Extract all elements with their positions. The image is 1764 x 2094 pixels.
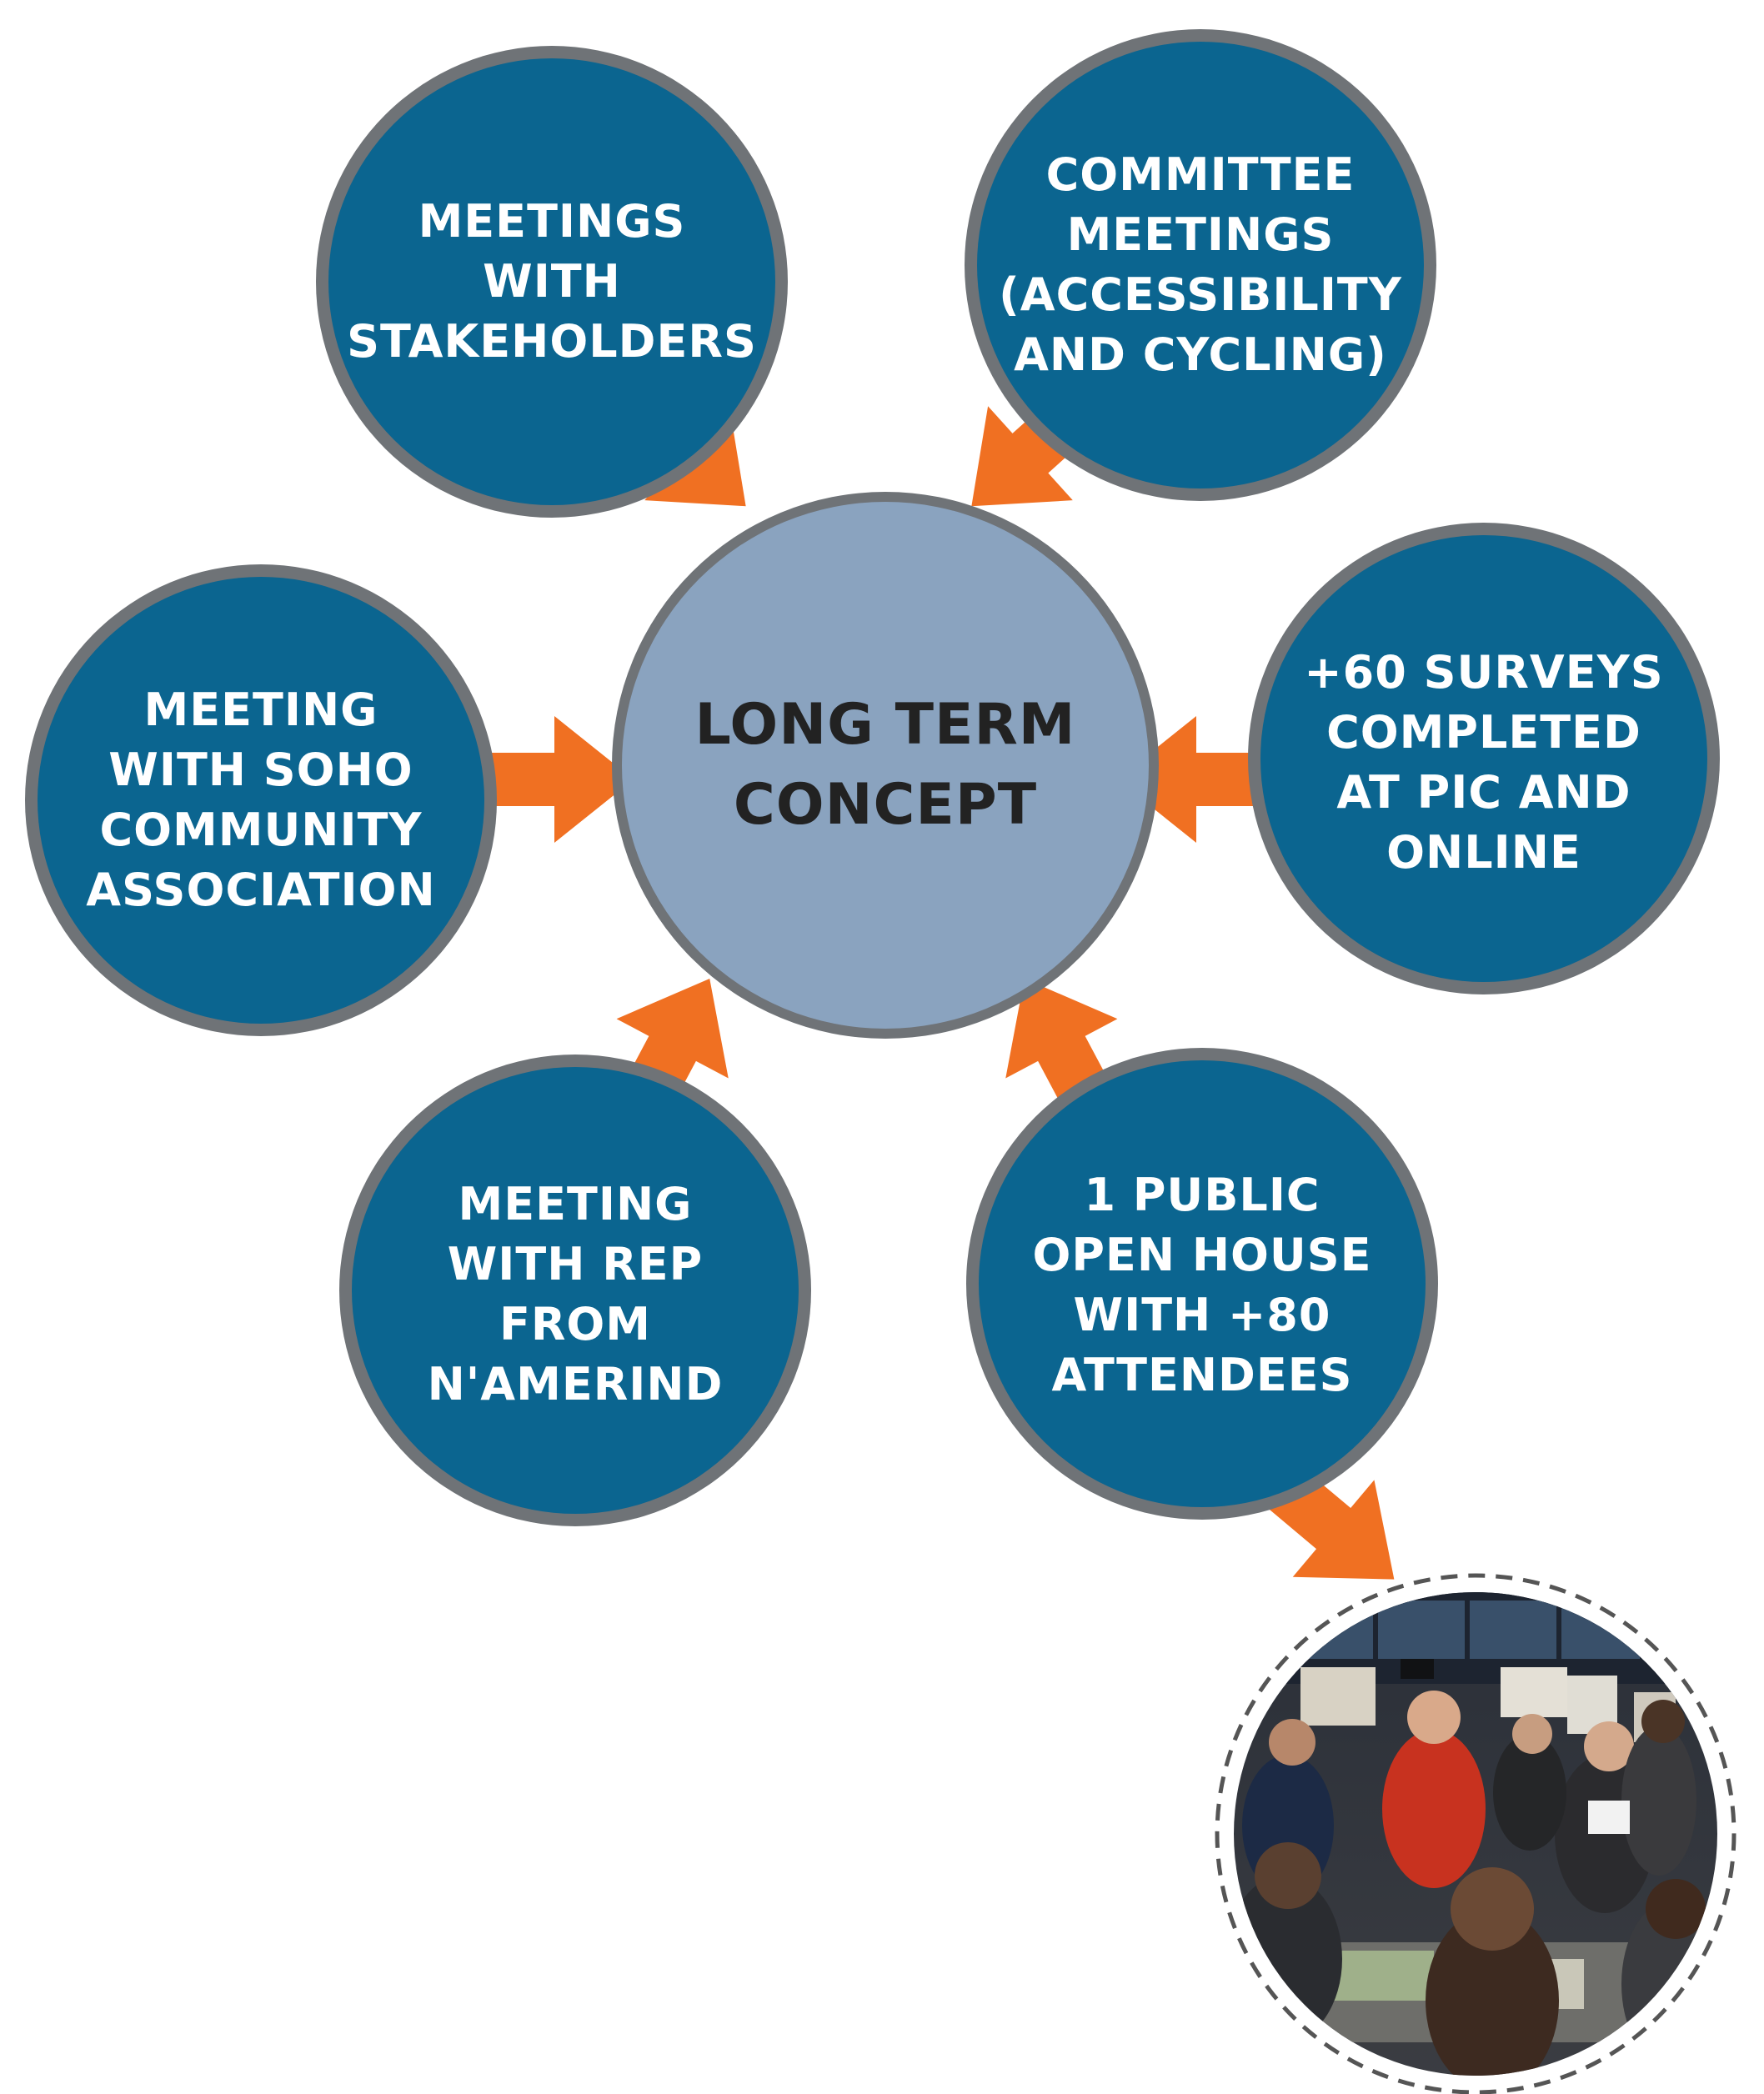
node-label-namerind: MEETING WITH REP FROM N'AMERIND: [427, 1178, 724, 1410]
node-label-stakeholders: MEETINGS WITH STAKEHOLDERS: [347, 195, 757, 368]
photo-dashed-ring: [1215, 1573, 1736, 2094]
node-label-open-house: 1 PUBLIC OPEN HOUSE WITH +80 ATTENDEES: [1032, 1169, 1372, 1401]
center-circle: [612, 492, 1159, 1039]
node-label-soho: MEETING WITH SOHO COMMUNITY ASSOCIATION: [86, 684, 436, 916]
center-label: LONG TERM CONCEPT: [694, 692, 1076, 838]
arrow-from-surveys: [1117, 716, 1263, 843]
node-label-committee: COMMITTEE MEETINGS (ACCESSIBILITY AND CY…: [999, 148, 1402, 381]
node-label-surveys: +60 SURVEYS COMPLETED AT PIC AND ONLINE: [1304, 646, 1664, 879]
open-house-photo: [1234, 1592, 1717, 2076]
node-circles: [25, 29, 1720, 1526]
arrow-from-soho: [488, 716, 634, 843]
